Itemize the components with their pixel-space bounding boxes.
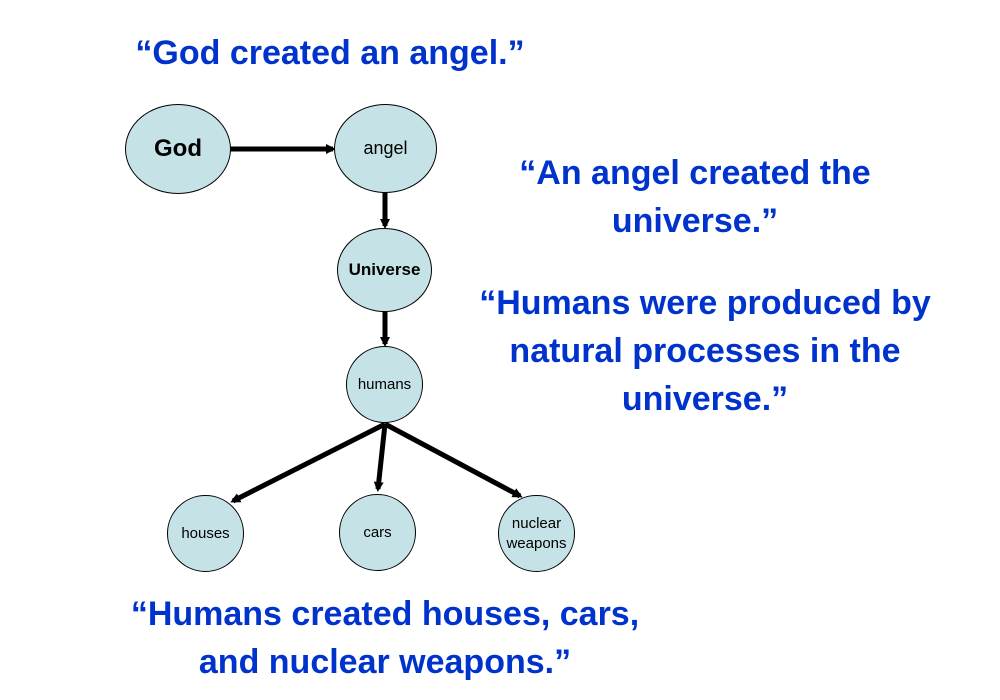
node-label: Universe (348, 260, 421, 279)
node-humans: humans (346, 346, 423, 423)
node-label: cars (363, 524, 392, 541)
node-label: houses (181, 525, 230, 542)
quote-line: natural processes in the (509, 332, 901, 370)
node-label: God (154, 135, 202, 162)
quote-line: universe.” (611, 202, 779, 240)
node-nuclear-weapons: nuclear weapons (498, 495, 575, 572)
node-label: humans (357, 376, 412, 393)
quote-humans-produced: “Humans were produced by natural process… (430, 279, 980, 423)
quote-line: “Humans created houses, cars, (130, 595, 640, 633)
node-houses: houses (167, 495, 244, 572)
quote-line: universe.” (621, 380, 789, 418)
quote-line: “God created an angel.” (135, 34, 525, 72)
quote-humans-created: “Humans created houses, cars, and nuclea… (60, 590, 710, 686)
quote-line: and nuclear weapons.” (198, 643, 572, 681)
node-universe: Universe (337, 228, 432, 312)
node-label: angel (363, 138, 408, 158)
edge-humans-nuclear (383, 421, 523, 499)
node-angel: angel (334, 104, 437, 193)
quote-god-created-angel: “God created an angel.” (60, 29, 600, 77)
quote-angel-created-universe: “An angel created the universe.” (460, 149, 930, 245)
edge-humans-cars (373, 423, 388, 492)
node-label-line: nuclear (511, 514, 562, 532)
edge-humans-houses (230, 421, 387, 504)
node-label-line: weapons (506, 534, 567, 552)
quote-line: “An angel created the (519, 154, 871, 192)
quote-line: “Humans were produced by (479, 284, 931, 322)
node-cars: cars (339, 494, 416, 571)
node-god: God (125, 104, 231, 194)
